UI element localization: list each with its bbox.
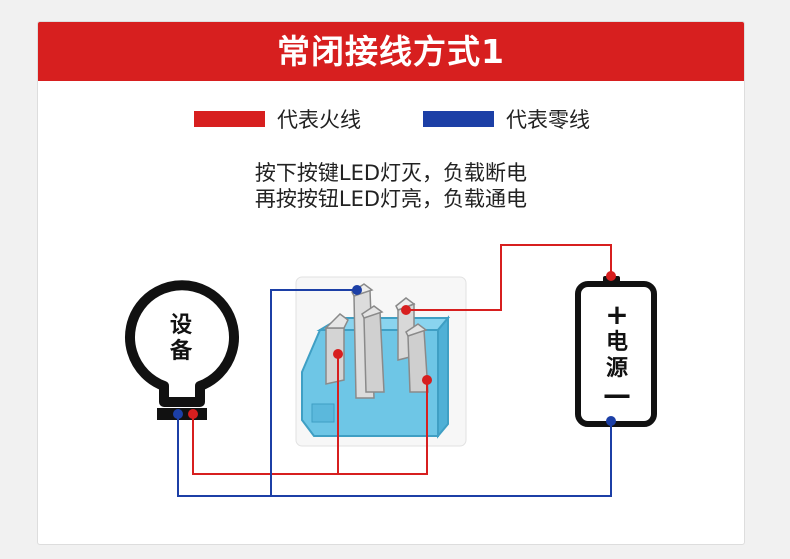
live-swatch xyxy=(194,111,265,127)
live-wire-switch-bridge xyxy=(338,380,428,475)
switch-live-in-dot xyxy=(401,305,411,315)
power-label-char-2: 源 xyxy=(605,356,628,381)
legend-neutral: 代表零线 xyxy=(423,102,590,136)
wire-legend: 代表火线 代表零线 xyxy=(38,102,744,136)
neutral-swatch xyxy=(423,111,494,127)
device-neutral-dot xyxy=(173,409,183,419)
switch-neutral-dot xyxy=(352,285,362,295)
power-minus-sign: — xyxy=(603,378,631,411)
title-banner: 常闭接线方式1 xyxy=(38,22,744,81)
neutral-wires xyxy=(177,289,612,497)
device-live-dot xyxy=(188,409,198,419)
switch-led-dot xyxy=(422,375,432,385)
power-positive-dot xyxy=(606,271,616,281)
switch-terminal-5 xyxy=(405,323,429,393)
power-supply-label: + 电 源 — xyxy=(592,298,642,411)
connection-points xyxy=(173,271,616,426)
live-wire-power-to-switch xyxy=(406,244,612,311)
description-line-1: 按下按键LED灯灭，负载断电 xyxy=(254,161,528,185)
device-label-char-1: 设 xyxy=(169,313,192,338)
device-label-char-2: 备 xyxy=(169,339,192,364)
neutral-wire-to-switch xyxy=(270,289,357,496)
wiring-description: 按下按键LED灯灭，负载断电 再按按钮LED灯亮，负载通电 xyxy=(38,160,744,212)
device-label: 设 备 xyxy=(156,313,206,365)
legend-neutral-label: 代表零线 xyxy=(506,108,590,132)
power-plus-sign: + xyxy=(605,298,629,331)
power-supply xyxy=(575,276,657,427)
switch-live-out-dot xyxy=(333,349,343,359)
description-line-2: 再按按钮LED灯亮，负载通电 xyxy=(254,187,528,211)
page-title: 常闭接线方式1 xyxy=(277,32,505,71)
switch-terminal-3 xyxy=(361,305,385,393)
live-wire-device-to-switch xyxy=(192,354,339,475)
legend-live-label: 代表火线 xyxy=(277,108,361,132)
live-wires xyxy=(192,244,612,475)
power-label-char-1: 电 xyxy=(605,330,628,355)
legend-live: 代表火线 xyxy=(194,102,361,136)
push-button-switch xyxy=(301,283,451,439)
power-negative-dot xyxy=(606,416,616,426)
neutral-wire-device-to-power xyxy=(177,414,612,497)
